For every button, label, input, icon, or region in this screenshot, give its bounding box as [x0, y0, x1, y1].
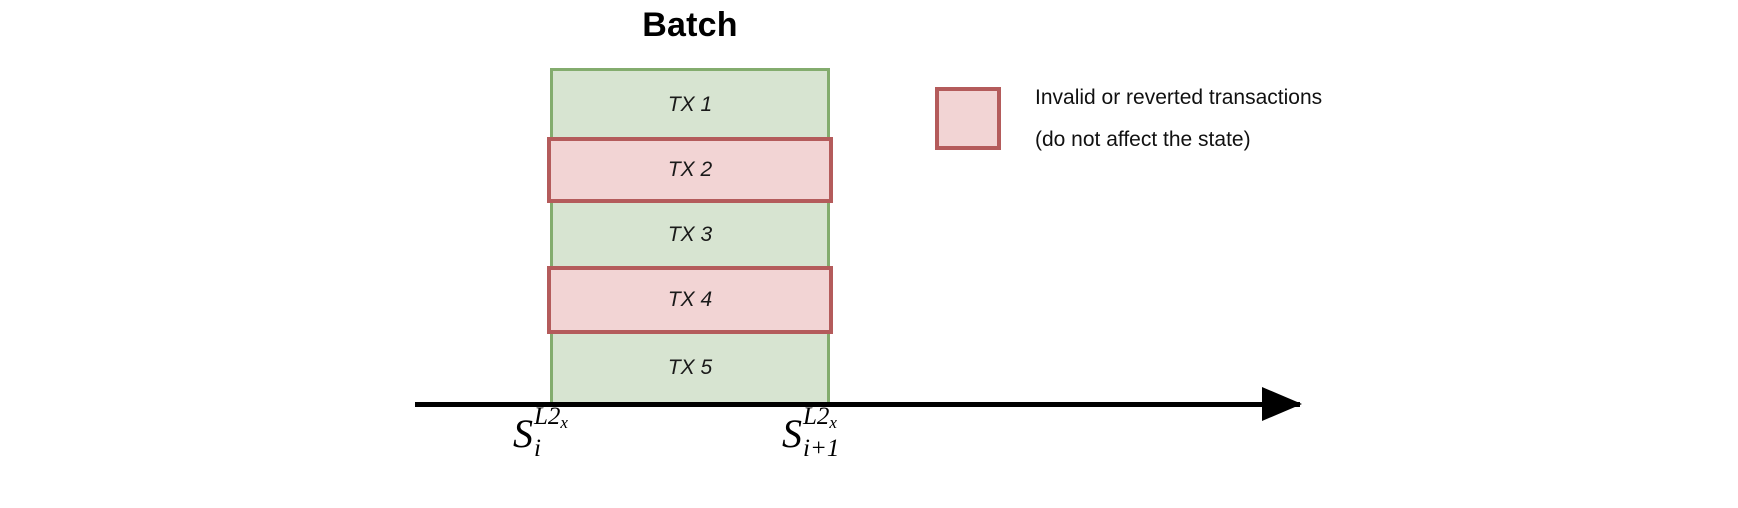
- legend: Invalid or reverted transactions (do not…: [935, 85, 1322, 150]
- transaction-label: TX 4: [667, 288, 713, 311]
- batch-title: Batch: [642, 6, 738, 44]
- transaction-label: TX 3: [667, 222, 713, 246]
- transaction-label: TX 2: [667, 158, 713, 181]
- state-base-symbol: S: [782, 411, 802, 457]
- state-base-symbol: S: [513, 411, 533, 457]
- legend-swatch-invalid: [935, 87, 1001, 150]
- transaction-box-valid: TX 3: [550, 199, 830, 270]
- transaction-box-valid: TX 5: [550, 330, 830, 405]
- transaction-box-valid: TX 1: [550, 68, 830, 141]
- arrow-right-icon: [1262, 387, 1302, 421]
- legend-text-block: Invalid or reverted transactions (do not…: [1035, 85, 1322, 150]
- transaction-label: TX 5: [667, 355, 713, 379]
- state-superscript: L2x: [534, 403, 568, 432]
- state-subscript: i+1: [803, 435, 840, 462]
- state-superscript-subscript: x: [560, 413, 568, 432]
- state-superscript: L2x: [803, 403, 837, 432]
- state-subscript: i: [534, 435, 541, 462]
- transaction-box-invalid: TX 2: [547, 137, 833, 203]
- timeline-axis: [415, 402, 1300, 407]
- state-superscript-subscript: x: [829, 413, 837, 432]
- state-scripts: L2x i+1: [803, 404, 840, 463]
- transaction-label: TX 1: [667, 92, 713, 116]
- legend-line-secondary: (do not affect the state): [1035, 128, 1251, 151]
- transaction-box-invalid: TX 4: [547, 266, 833, 334]
- legend-line-primary: Invalid or reverted transactions: [1035, 86, 1323, 109]
- state-superscript-text: L2: [534, 403, 561, 430]
- state-superscript-text: L2: [803, 403, 830, 430]
- batch-transaction-stack: TX 1 TX 2 TX 3 TX 4 TX 5: [547, 68, 833, 405]
